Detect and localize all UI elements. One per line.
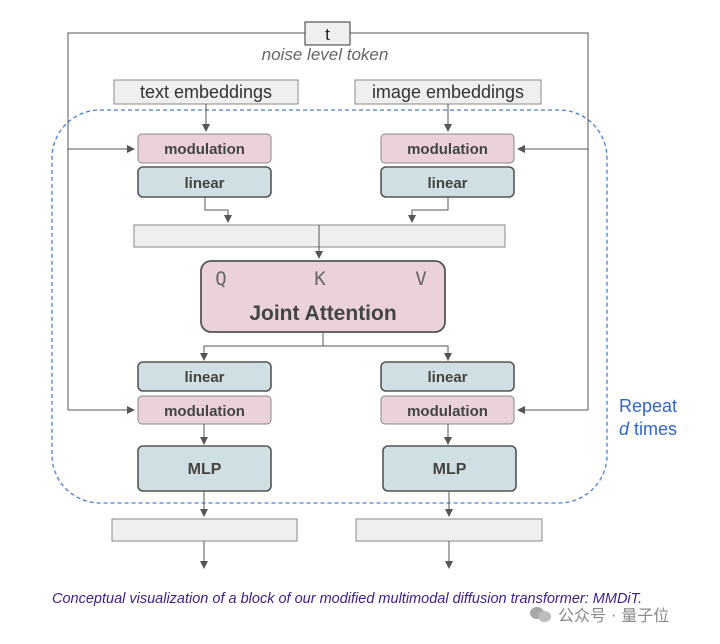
t-right-line (350, 32, 589, 410)
t-token-label: t (325, 25, 330, 44)
linear-box-bottom-left (137, 361, 272, 392)
k-label: K (314, 268, 326, 290)
linear-box-bottom-right (380, 361, 515, 392)
q-label: Q (215, 268, 226, 290)
linear-label-top-left: linear (184, 175, 224, 192)
wechat-icon (530, 605, 552, 623)
joint-attention-label: Joint Attention (249, 302, 396, 325)
repeat-times-word: times (634, 419, 677, 439)
figure-caption: Conceptual visualization of a block of o… (52, 591, 643, 607)
image-embeddings-label: image embeddings (372, 82, 524, 102)
text-embeddings-label: text embeddings (140, 82, 272, 102)
watermark: 公众号 · 量子位 (530, 602, 669, 626)
left-to-concat-arrow (204, 197, 232, 223)
right-to-concat-arrow (408, 197, 449, 223)
attention-to-left-arrow (200, 332, 324, 361)
repeat-times-label: d times (619, 419, 677, 439)
linear-label-top-right: linear (427, 175, 467, 192)
modulation-box-top-left (137, 133, 272, 164)
repeat-block-border (51, 109, 608, 504)
linear-label-bottom-left: linear (184, 369, 224, 386)
modulation-label-top-left: modulation (164, 141, 245, 158)
watermark-text: 公众号 · 量子位 (558, 606, 670, 625)
attention-to-right-arrow (323, 345, 452, 361)
image-embeddings-box (354, 79, 542, 105)
mmdit-diagram: t noise level token text embeddings imag… (51, 21, 677, 569)
output-bar-left (111, 518, 298, 542)
v-label: V (415, 268, 426, 290)
modulation-box-top-right (380, 133, 515, 164)
output-bar-right (355, 518, 543, 542)
modulation-label-top-right: modulation (407, 141, 488, 158)
noise-level-label: noise level token (262, 45, 389, 64)
text-embeddings-box (113, 79, 299, 105)
mlp-label-right: MLP (433, 461, 467, 478)
mlp-label-left: MLP (188, 461, 222, 478)
modulation-label-bottom-right: modulation (407, 403, 488, 420)
t-left-line (67, 32, 305, 410)
repeat-d-var: d (619, 419, 630, 439)
modulation-label-bottom-left: modulation (164, 403, 245, 420)
repeat-label: Repeat (619, 396, 677, 416)
linear-label-bottom-right: linear (427, 369, 467, 386)
